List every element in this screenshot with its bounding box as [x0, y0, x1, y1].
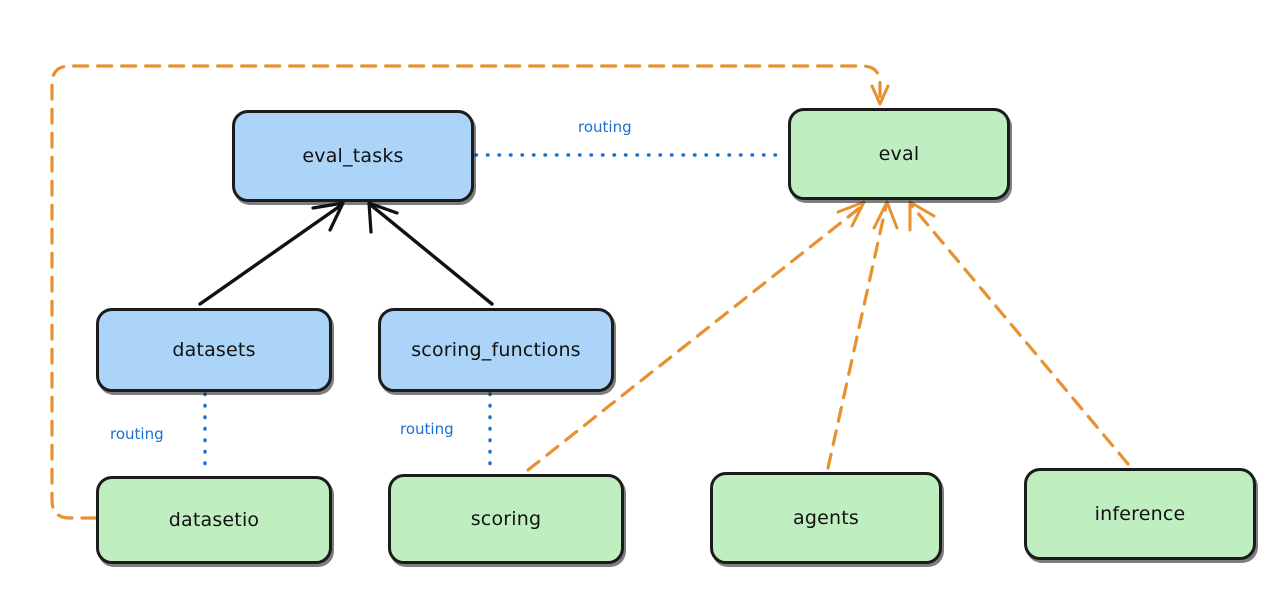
node-agents[interactable]: agents [710, 472, 942, 564]
node-label-inference: inference [1094, 503, 1186, 525]
node-label-eval: eval [878, 143, 920, 165]
node-scoring-functions[interactable]: scoring_functions [378, 308, 614, 392]
edge-datasets-to-eval-tasks [198, 201, 345, 306]
edge-datasetio-to-eval [50, 64, 890, 520]
edge-inference-to-eval [908, 200, 1130, 466]
node-datasets[interactable]: datasets [96, 308, 332, 392]
node-label-eval-tasks: eval_tasks [302, 145, 404, 167]
edge-label-routing-eval-tasks-eval: routing [578, 118, 632, 136]
node-label-scoring-functions: scoring_functions [411, 339, 581, 361]
node-label-datasetio: datasetio [168, 509, 260, 531]
edge-scoring-functions-to-eval-tasks [367, 201, 494, 306]
edge-label-routing-scoring-functions-scoring: routing [400, 420, 454, 438]
node-scoring[interactable]: scoring [388, 474, 624, 564]
edge-agents-to-eval [826, 200, 899, 470]
node-inference[interactable]: inference [1024, 468, 1256, 560]
edge-scoring-to-eval [526, 200, 866, 472]
edge-label-routing-datasets-datasetio: routing [110, 425, 164, 443]
node-eval-tasks[interactable]: eval_tasks [232, 110, 474, 202]
node-label-datasets: datasets [172, 339, 256, 361]
node-eval[interactable]: eval [788, 108, 1010, 200]
node-label-scoring: scoring [470, 508, 542, 530]
node-label-agents: agents [793, 507, 859, 529]
node-datasetio[interactable]: datasetio [96, 476, 332, 564]
